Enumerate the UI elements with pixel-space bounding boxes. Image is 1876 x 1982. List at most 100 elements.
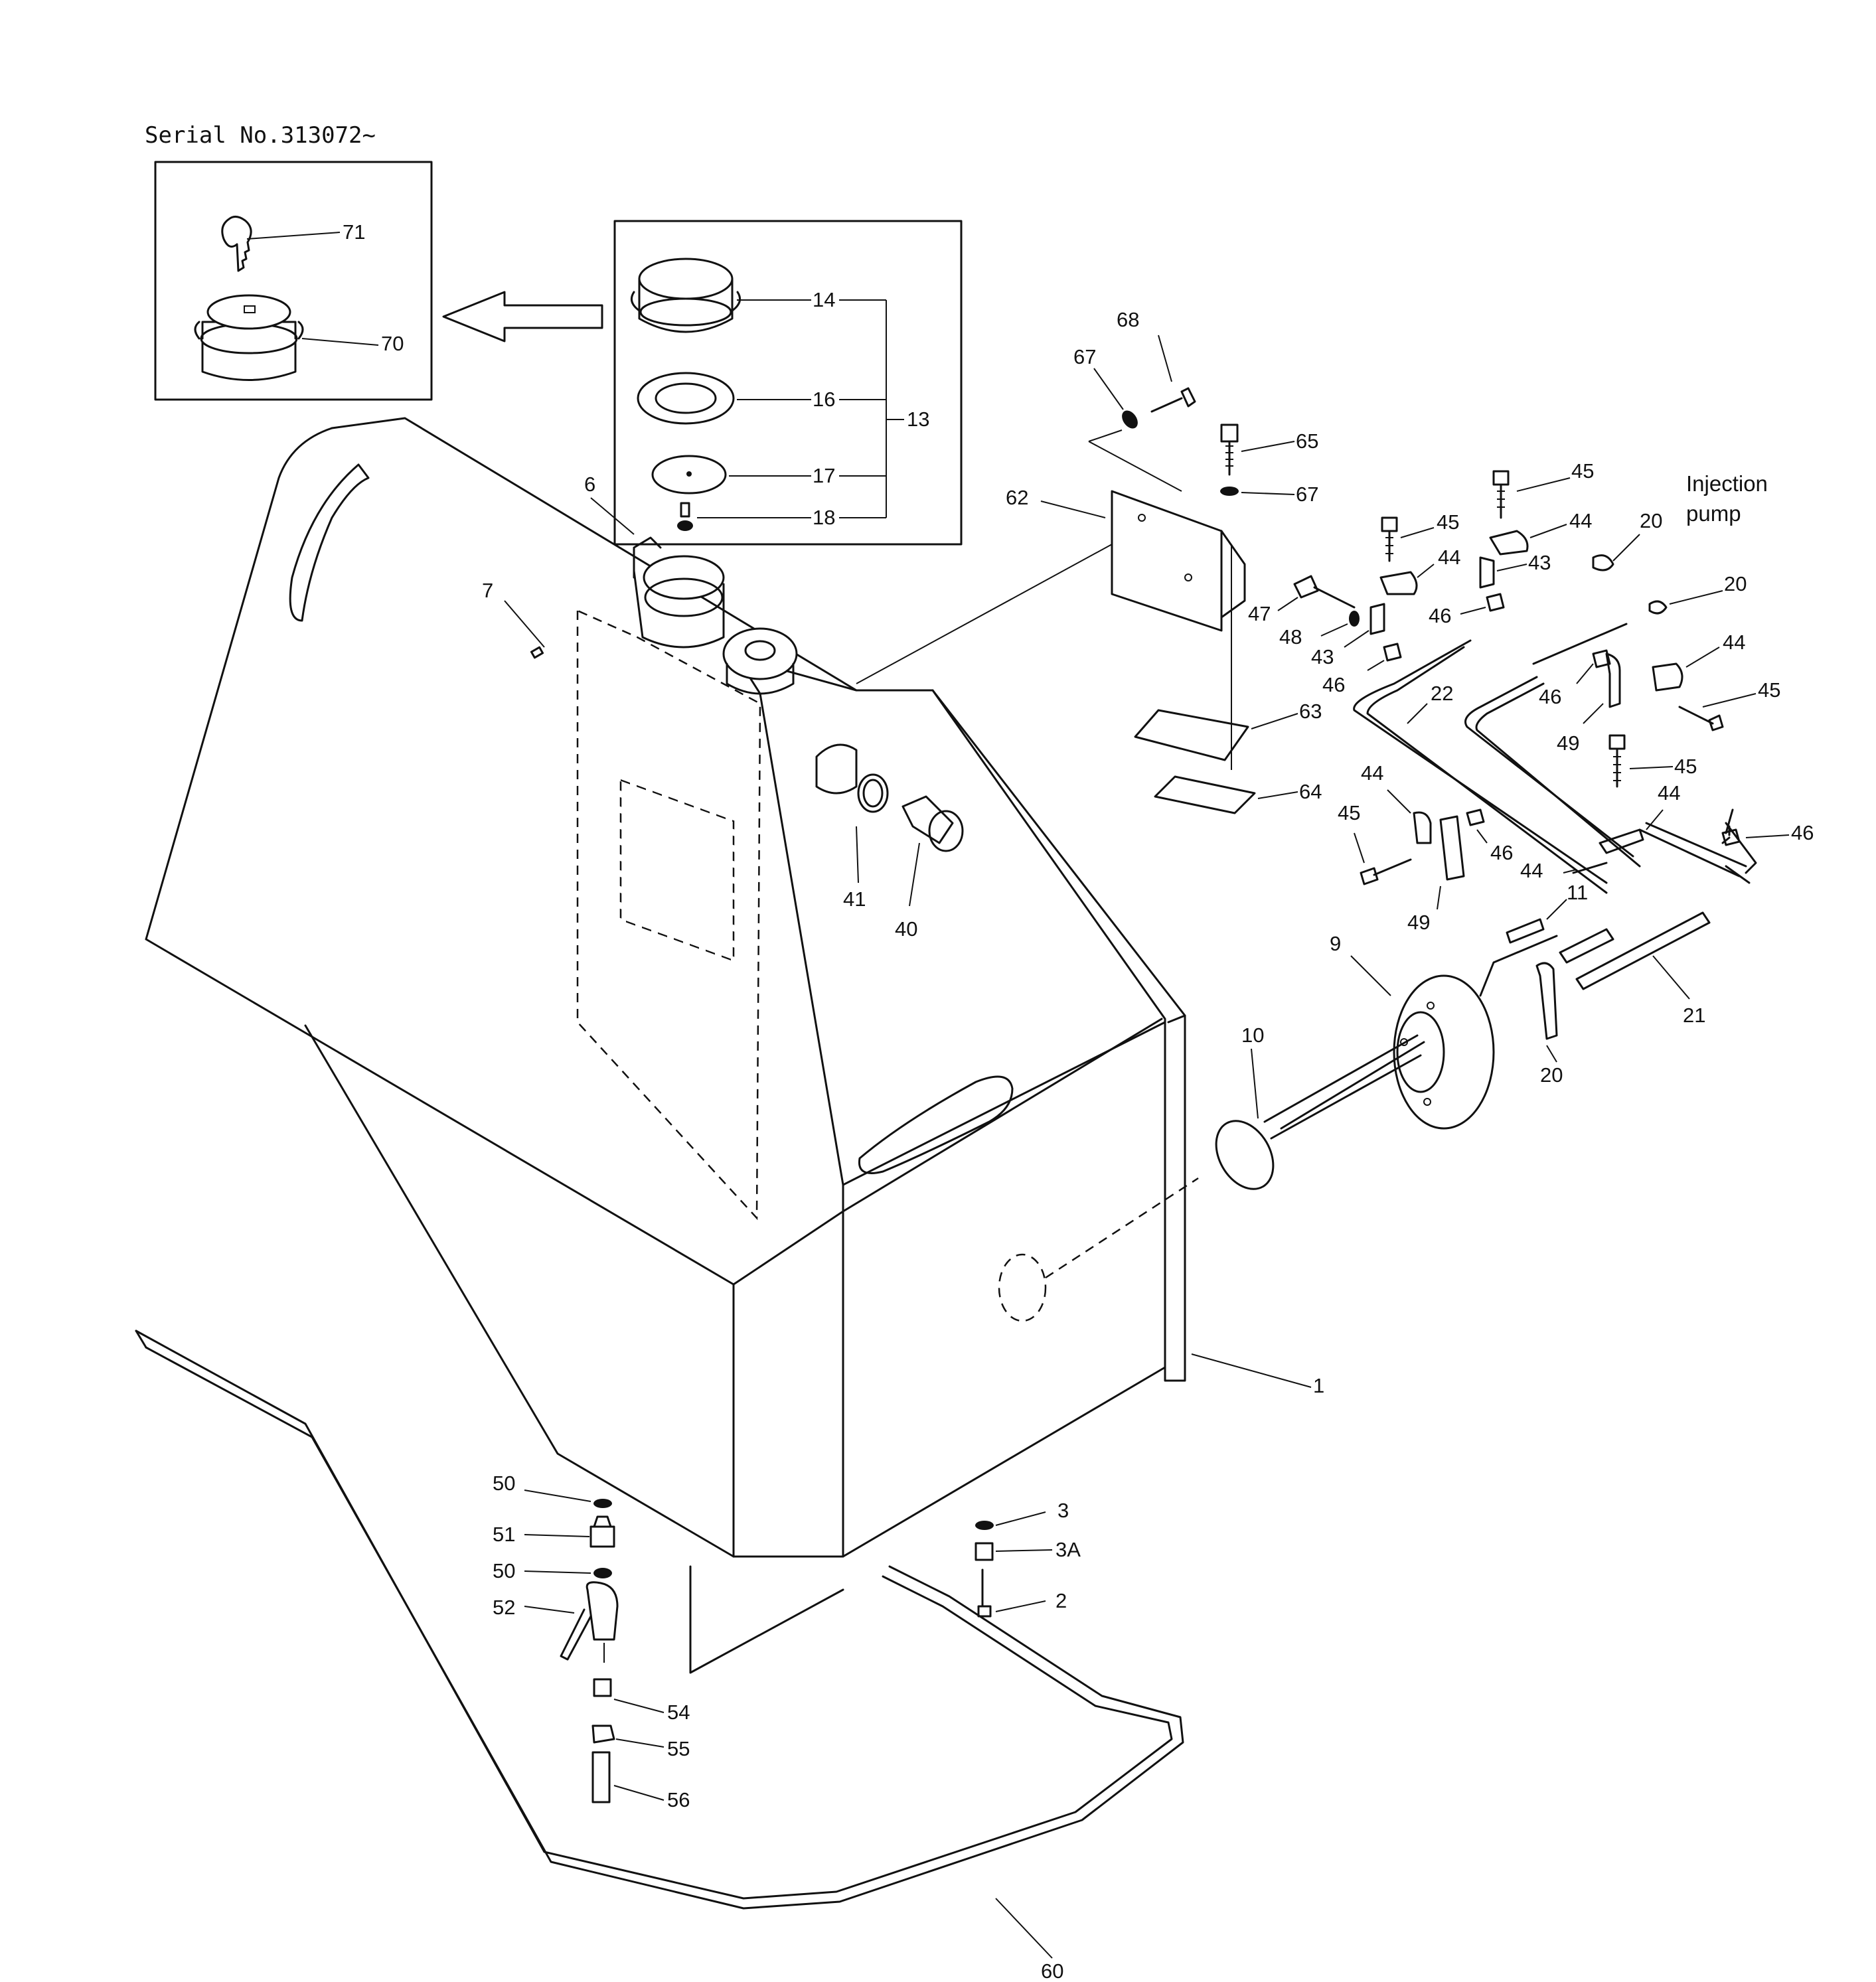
bolt-45e-illustration xyxy=(1360,858,1412,885)
bracket-43b-illustration xyxy=(1369,603,1385,635)
plate-17-illustration xyxy=(651,455,727,495)
bracket-49b-illustration xyxy=(1439,815,1465,881)
clip-20c-illustration xyxy=(1535,962,1558,1040)
callout-64: 64 xyxy=(1299,780,1322,803)
clip-20b-illustration xyxy=(1648,600,1668,615)
nut-46b-illustration xyxy=(1383,643,1402,662)
callout-47: 47 xyxy=(1248,602,1271,625)
callout-13: 13 xyxy=(907,408,929,431)
callout-54: 54 xyxy=(667,1701,690,1724)
washer-3-illustration xyxy=(975,1521,994,1530)
callout-44d: 44 xyxy=(1658,781,1680,804)
callout-70: 70 xyxy=(381,332,404,355)
guard-rail-60-illustration xyxy=(135,1330,1184,1910)
callout-44a: 44 xyxy=(1569,509,1592,532)
handle-left xyxy=(289,463,370,622)
callout-45a: 45 xyxy=(1571,459,1594,483)
clamp-44a-illustration xyxy=(1489,530,1529,556)
washer-50b-illustration xyxy=(593,1568,612,1578)
filler-neck xyxy=(633,536,725,648)
washer-67a-illustration xyxy=(1122,410,1138,429)
serial-note: Serial No.313072~ xyxy=(145,122,376,149)
callout-44e: 44 xyxy=(1520,859,1543,882)
fitting-41-illustration xyxy=(815,743,889,813)
screw-18-illustration xyxy=(677,502,693,531)
nut-55-illustration xyxy=(591,1724,615,1744)
bolt-65-illustration xyxy=(1220,423,1239,476)
callout-44f: 44 xyxy=(1361,761,1383,785)
plate-64-illustration xyxy=(1154,775,1256,814)
fuel-tank-1 xyxy=(145,417,1199,1674)
callout-40: 40 xyxy=(895,917,917,941)
key-71-illustration xyxy=(221,216,252,272)
callout-16: 16 xyxy=(813,388,835,411)
callout-65: 65 xyxy=(1296,429,1318,453)
callout-49a: 49 xyxy=(1557,731,1579,755)
leader-70 xyxy=(301,338,379,346)
serial-inset-frame xyxy=(154,161,433,401)
tube-short-illustration xyxy=(1559,928,1614,964)
callout-20b: 20 xyxy=(1724,572,1747,595)
bolt-11-illustration xyxy=(1506,918,1545,944)
injection-pump-label-2: pump xyxy=(1686,501,1741,526)
clamp-44f-illustration xyxy=(1413,811,1432,844)
nut-46e-illustration xyxy=(1721,828,1741,846)
callout-71: 71 xyxy=(343,220,365,244)
clamp-44d-illustration xyxy=(1599,828,1644,854)
callout-50b: 50 xyxy=(493,1559,515,1582)
callout-45e: 45 xyxy=(1338,801,1360,824)
callout-52: 52 xyxy=(493,1596,515,1619)
callout-46a: 46 xyxy=(1429,604,1451,627)
callout-7: 7 xyxy=(482,579,493,602)
leader-6 xyxy=(590,497,635,535)
callout-6: 6 xyxy=(584,473,595,496)
callout-46d: 46 xyxy=(1490,841,1513,864)
clip-20a-illustration xyxy=(1592,554,1614,572)
callout-46c: 46 xyxy=(1539,685,1561,708)
callout-45c: 45 xyxy=(1758,678,1780,702)
callout-43a: 43 xyxy=(1528,551,1551,574)
bolt-45a-illustration xyxy=(1492,470,1510,519)
clamp-44b-illustration xyxy=(1379,571,1418,595)
callout-9: 9 xyxy=(1330,932,1341,955)
gasket-10-illustration xyxy=(1215,1120,1275,1190)
callout-3: 3 xyxy=(1057,1499,1069,1522)
callout-62: 62 xyxy=(1006,486,1028,509)
callout-67b: 67 xyxy=(1296,483,1318,506)
bolt-45b-illustration xyxy=(1381,516,1398,562)
callout-44b: 44 xyxy=(1438,546,1460,569)
clamp-44c-illustration xyxy=(1652,662,1683,692)
callout-17: 17 xyxy=(813,464,835,487)
cap-box-frame xyxy=(613,220,963,546)
callout-3a: 3A xyxy=(1055,1538,1081,1561)
callout-68: 68 xyxy=(1117,308,1139,331)
callout-48: 48 xyxy=(1279,625,1302,648)
plug-40-illustration xyxy=(901,795,964,852)
callout-63: 63 xyxy=(1299,700,1322,723)
inset-arrow xyxy=(442,291,603,343)
callout-49b: 49 xyxy=(1407,911,1430,934)
bolt-47-illustration xyxy=(1293,575,1356,609)
callout-18: 18 xyxy=(813,506,835,529)
bracket-43a-illustration xyxy=(1479,556,1495,589)
bolt-45c-illustration xyxy=(1678,706,1714,725)
callout-46e: 46 xyxy=(1791,821,1814,844)
washer-50a-illustration xyxy=(593,1499,612,1508)
hidden-inner-panel xyxy=(576,609,761,1221)
spacer-3a-illustration xyxy=(975,1542,994,1561)
washer-67-illustration xyxy=(1220,487,1239,496)
washer-48-illustration xyxy=(1349,611,1360,627)
cap-exploded-box: 14 16 17 18 13 xyxy=(613,220,963,546)
top-flange xyxy=(722,627,798,695)
callout-45d: 45 xyxy=(1674,755,1697,778)
plate-63-illustration xyxy=(1134,709,1249,761)
nut-46d-illustration xyxy=(1466,808,1485,826)
nut-46c-illustration xyxy=(1592,649,1611,668)
callout-1: 1 xyxy=(1313,1374,1324,1397)
callout-22: 22 xyxy=(1431,682,1453,705)
bracket-62-illustration xyxy=(1111,490,1246,632)
callout-44c: 44 xyxy=(1723,631,1745,654)
bolt-45d-illustration xyxy=(1608,734,1626,788)
callout-11: 11 xyxy=(1567,881,1588,904)
